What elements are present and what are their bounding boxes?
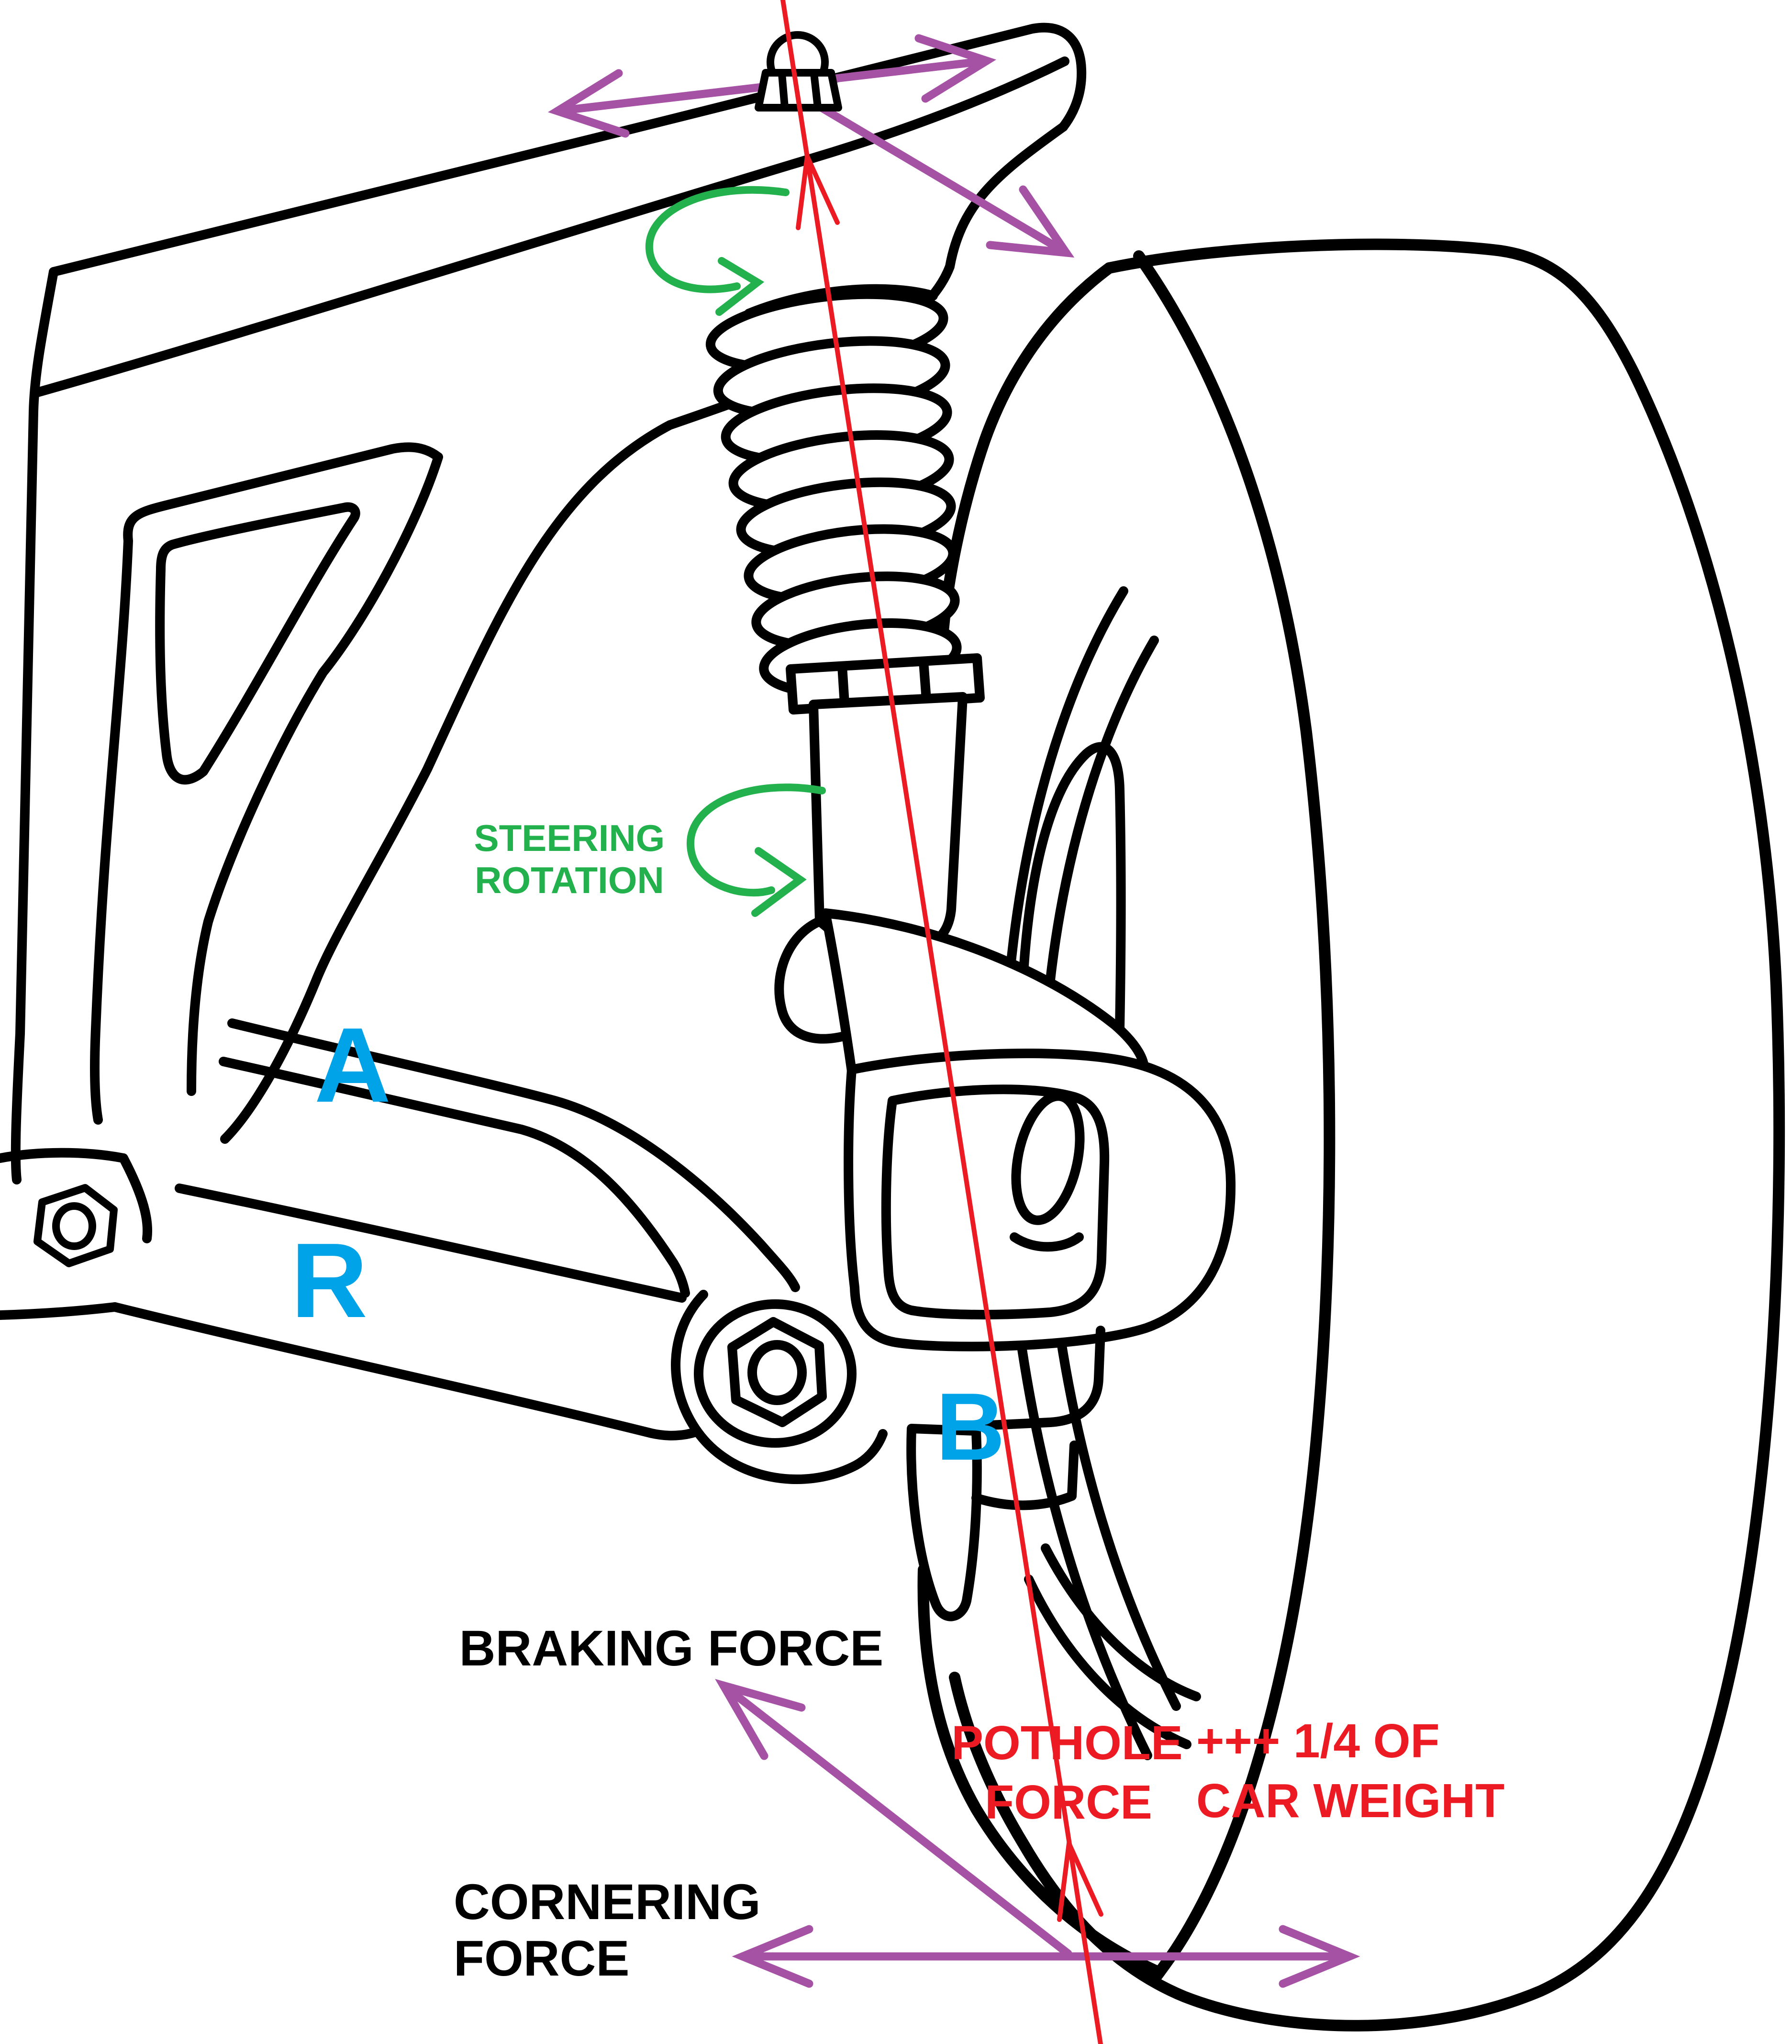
cornering-force-label-line1: CORNERING bbox=[454, 1874, 761, 1930]
rim-bottom-curve-2 bbox=[1041, 1543, 1201, 1701]
control-arms bbox=[110, 1018, 888, 1485]
bracket-cutout bbox=[155, 502, 360, 785]
fender-foot-nut bbox=[33, 1184, 118, 1267]
ball-joint-cup bbox=[1011, 1091, 1085, 1225]
arrowhead-icon bbox=[751, 847, 807, 917]
pivot-bolt-end bbox=[747, 1340, 807, 1405]
point-a-label: A bbox=[314, 1006, 391, 1125]
arrowhead-right-icon bbox=[1279, 1925, 1360, 1988]
steering-rotation-label-line2: ROTATION bbox=[475, 859, 664, 901]
arrowhead-left-icon bbox=[732, 1925, 813, 1988]
panel-bottom-edge bbox=[33, 56, 1069, 397]
arm-eye-ring bbox=[671, 1290, 888, 1485]
fender-panel bbox=[0, 22, 1087, 1320]
rim-spoke-arch bbox=[1016, 742, 1126, 1082]
hex-nut-small bbox=[33, 1184, 118, 1267]
point-r-label: R bbox=[291, 1221, 367, 1340]
strut-and-knuckle bbox=[774, 653, 1236, 1621]
tire-outline bbox=[949, 238, 1785, 2032]
bottom-purple-arrows bbox=[715, 1679, 1360, 1988]
arrowhead-icon bbox=[986, 185, 1075, 258]
rim-bottom-curve-1 bbox=[1024, 1575, 1191, 1749]
cornering-force-label-line2: FORCE bbox=[454, 1931, 630, 1987]
coil-spring bbox=[705, 284, 962, 698]
knuckle-bottom-tab bbox=[971, 1441, 1079, 1510]
steering-rotation-annotations: STEERING ROTATION bbox=[474, 186, 826, 917]
upper-arm-front-edge bbox=[227, 1018, 800, 1292]
arrowhead-right-icon bbox=[914, 34, 996, 103]
car-weight-label-line1: +++ 1/4 OF bbox=[1196, 1714, 1440, 1768]
strut-top-diagonal-arrow bbox=[803, 95, 1075, 258]
ball-joint-under-arc bbox=[1010, 1232, 1084, 1252]
tire-sidewall-line bbox=[1133, 250, 1336, 1981]
steering-rotation-arrow-middle bbox=[686, 783, 826, 917]
lower-arm-bottom-edge bbox=[110, 1302, 701, 1441]
red-force-labels: POTHOLE FORCE +++ 1/4 OF CAR WEIGHT bbox=[951, 1714, 1504, 1829]
arrowhead-left-icon bbox=[548, 69, 630, 138]
knuckle-step bbox=[985, 1326, 1105, 1430]
fender-front-edge bbox=[11, 267, 58, 1184]
steering-rotation-arrow-top bbox=[645, 186, 790, 316]
braking-force-label: BRAKING FORCE bbox=[459, 1620, 884, 1676]
pivot-hex-nut bbox=[727, 1317, 827, 1427]
fender-foot bbox=[0, 1148, 153, 1320]
arrowhead-icon bbox=[715, 257, 765, 316]
tire-bottom-left-edge bbox=[917, 1564, 1164, 1977]
pothole-force-arrow-icon bbox=[1057, 1834, 1103, 1922]
braking-force-arrow bbox=[715, 1679, 1072, 1958]
steering-axis-line bbox=[780, 0, 1103, 2044]
axis-arrowhead-top-icon bbox=[796, 147, 840, 230]
knuckle-body bbox=[844, 1049, 1236, 1351]
tire-left-shoulder bbox=[936, 262, 1115, 657]
lower-arm-top-edge bbox=[175, 1184, 687, 1303]
wheel-arch-edge bbox=[220, 122, 1068, 1144]
steering-rotation-label-line1: STEERING bbox=[474, 817, 665, 859]
arrowhead-icon bbox=[715, 1679, 806, 1760]
point-letters: A R B bbox=[291, 1006, 1005, 1480]
pothole-force-label-line2: FORCE bbox=[985, 1776, 1152, 1829]
upper-arm-rear-edge bbox=[219, 1057, 690, 1298]
pothole-force-label-line1: POTHOLE bbox=[951, 1716, 1182, 1770]
hex-nut-small-hole bbox=[52, 1202, 96, 1250]
knuckle-upper-lobe bbox=[821, 908, 1149, 1083]
point-b-label: B bbox=[936, 1374, 1005, 1480]
car-weight-label-line2: CAR WEIGHT bbox=[1196, 1774, 1504, 1828]
black-force-labels: BRAKING FORCE CORNERING FORCE bbox=[454, 1620, 883, 1987]
bracket-outline bbox=[89, 442, 443, 1125]
suspension-drawing bbox=[0, 22, 1785, 2032]
red-annotations: POTHOLE FORCE +++ 1/4 OF CAR WEIGHT bbox=[780, 0, 1504, 2044]
cornering-force-arrow bbox=[732, 1925, 1360, 1988]
